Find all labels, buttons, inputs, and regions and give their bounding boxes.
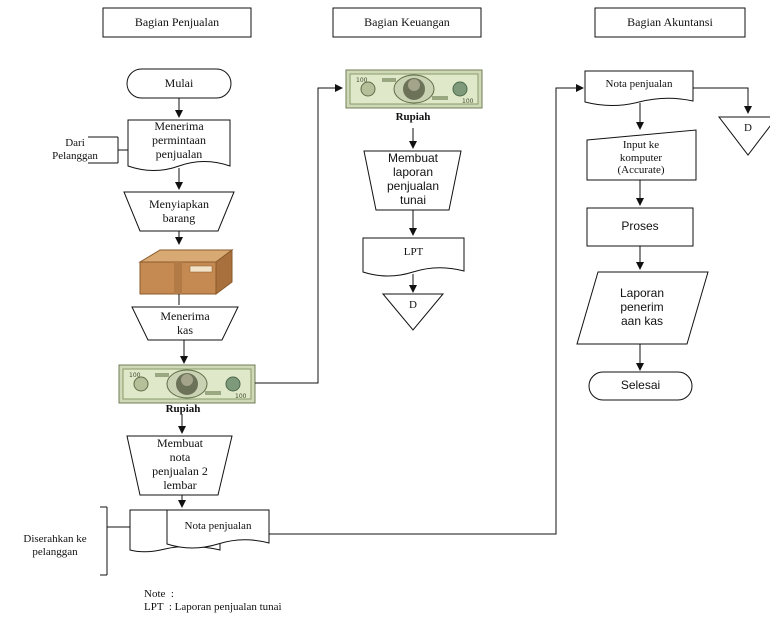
file-d-akuntansi-label: D	[744, 121, 752, 134]
report-io	[576, 271, 709, 345]
invoice-copy-front	[166, 509, 270, 549]
end-terminator	[588, 371, 693, 401]
banknote-icon	[118, 364, 256, 404]
to-customer-annotation	[100, 506, 130, 576]
input-manual-input	[586, 129, 697, 181]
invoice-doc-akuntansi	[584, 70, 694, 106]
header-keuangan: Bagian Keuangan	[364, 14, 450, 29]
end-label: Selesai	[620, 378, 661, 393]
report-label: Laporan penerim aan kas	[619, 286, 665, 328]
header-penjualan: Bagian Penjualan	[134, 14, 220, 29]
header-penjualan-box	[102, 7, 252, 38]
box-icon	[138, 249, 234, 295]
lpt-label: LPT	[403, 245, 424, 258]
to-customer-label: Diserahkan ke pelanggan	[23, 533, 87, 558]
flow-to-keuangan	[255, 84, 343, 384]
receive-order-label: Menerima permintaan penjualan	[152, 119, 206, 161]
start-label: Mulai	[164, 75, 194, 90]
process-label: Proses	[621, 219, 659, 234]
header-keuangan-box	[332, 7, 482, 38]
process-box	[586, 207, 694, 247]
receive-cash-manual	[131, 306, 239, 341]
make-report-manual	[363, 150, 462, 211]
receive-cash-label: Menerima kas	[160, 309, 210, 337]
banknote-icon	[345, 69, 483, 109]
make-invoice-label: Membuat nota penjualan 2 lembar	[152, 436, 208, 492]
from-customer-label: Dari Pelanggan	[52, 137, 98, 162]
header-akuntansi: Bagian Akuntansi	[627, 14, 713, 29]
money-label-keuangan: Rupiah	[395, 110, 431, 123]
from-customer-annotation	[88, 136, 128, 164]
input-label: Input ke komputer (Accurate)	[617, 139, 665, 177]
money-label-penjualan: Rupiah	[165, 402, 201, 415]
file-d-akuntansi	[717, 116, 770, 156]
invoice-label-akuntansi: Nota penjualan	[605, 77, 673, 90]
file-d-keuangan-label: D	[409, 298, 417, 311]
make-report-label: Membuat laporan penjualan tunai	[386, 151, 440, 207]
prepare-goods-label: Menyiapkan barang	[149, 197, 209, 225]
prepare-goods-manual	[123, 191, 235, 232]
note-title: Note :	[144, 588, 174, 600]
invoice-label-penjualan: Nota penjualan	[184, 519, 252, 532]
make-invoice-manual	[126, 435, 233, 496]
flow-to-akuntansi	[269, 84, 584, 535]
header-akuntansi-box	[594, 7, 746, 38]
lpt-document	[362, 237, 465, 277]
file-d-keuangan	[381, 293, 445, 331]
arrow	[693, 87, 752, 114]
receive-order-document	[127, 119, 231, 171]
note-lpt: LPT : Laporan penjualan tunai	[144, 601, 282, 613]
